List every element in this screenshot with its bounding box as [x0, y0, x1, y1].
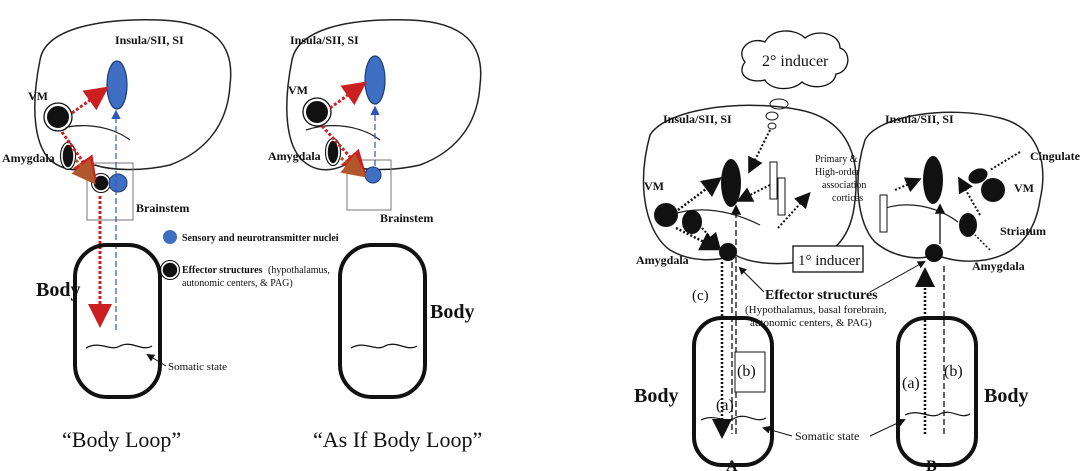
effector-detail-2: autonomic centers, & PAG): [750, 317, 872, 329]
brainstem-effector-node: [93, 175, 109, 191]
vm-a-label: VM: [644, 179, 664, 193]
insula-a-node: [721, 159, 741, 207]
legend-effector-detail-1: (hypothalamus,: [268, 265, 330, 276]
vm-to-insula-arrow: [72, 90, 104, 113]
legend-effector-detail-2: autonomic centers, & PAG): [182, 278, 293, 289]
vm-b-label: VM: [1014, 181, 1034, 195]
insula-label: Insula/SII, SI: [115, 33, 184, 47]
vm-node: [46, 105, 70, 129]
brainstem-label: Brainstem: [380, 211, 433, 225]
as-if-body-loop-title: “As If Body Loop”: [313, 427, 482, 452]
effector-detail-1: (Hypothalamus, basal forebrain,: [745, 304, 887, 316]
body-shape: [340, 245, 425, 397]
insula-node: [365, 56, 385, 104]
vm-label: VM: [288, 83, 308, 97]
cingulate-label: Cingulate: [1030, 149, 1080, 163]
brainstem-box: [87, 163, 133, 220]
insula-b-node: [923, 156, 943, 204]
panel-a-label: A: [726, 458, 738, 471]
association-label-2: High-order: [815, 167, 860, 178]
legend: Sensory and neurotransmitter nuclei Effe…: [161, 230, 339, 289]
insula-label: Insula/SII, SI: [290, 33, 359, 47]
effector-structures-label: Effector structures: [765, 288, 878, 303]
legend-effector-label: Effector structures: [182, 265, 263, 276]
effector-b-node: [925, 244, 943, 262]
amygdala-label: Amygdala: [2, 151, 55, 165]
primary-inducer-label: 1° inducer: [798, 253, 860, 269]
body-a-label: Body: [634, 385, 678, 407]
right-panel: 2° inducer 1° inducer Primary & High-ord…: [634, 31, 1080, 471]
vm-label: VM: [28, 89, 48, 103]
legend-effector-icon: [162, 262, 178, 278]
insula-node: [107, 61, 127, 109]
somatic-state-shape: [86, 344, 152, 348]
brainstem-sensory-node: [365, 167, 381, 183]
amygdala-a-label: Amygdala: [636, 253, 689, 267]
amygdala-node: [327, 140, 339, 164]
legend-sensory-label: Sensory and neurotransmitter nuclei: [182, 233, 339, 244]
body-label: Body: [36, 279, 80, 301]
vm-b-node: [981, 178, 1005, 202]
vm-a-to-insula-arrow: [678, 180, 718, 210]
amygdala-label: Amygdala: [268, 149, 321, 163]
vm-a-node: [654, 203, 678, 227]
label-b-left: (b): [737, 363, 756, 380]
label-a-left: (a): [716, 397, 734, 414]
legend-sensory-icon: [163, 230, 177, 244]
vm-node: [305, 100, 329, 124]
effector-a-node: [719, 243, 737, 261]
body-label: Body: [430, 301, 474, 323]
somatic-state-right-label: Somatic state: [795, 429, 859, 443]
striatum-label: Striatum: [1000, 224, 1046, 238]
insula-a-label: Insula/SII, SI: [663, 112, 732, 126]
striatum-node: [959, 213, 977, 237]
brainstem-sensory-node: [109, 174, 127, 192]
panel-b-label: B: [926, 458, 937, 471]
body-loop-title: “Body Loop”: [62, 427, 181, 452]
vm-to-insula-arrow: [330, 85, 362, 108]
association-label-1: Primary &: [815, 154, 858, 165]
secondary-inducer-label: 2° inducer: [762, 53, 829, 70]
amygdala-b-label: Amygdala: [972, 259, 1025, 273]
brainstem-label: Brainstem: [136, 201, 189, 215]
insula-b-label: Insula/SII, SI: [885, 112, 954, 126]
label-a-right: (a): [902, 375, 920, 392]
somatic-state-shape: [351, 344, 417, 348]
body-shape: [75, 245, 160, 397]
somatic-state-label: Somatic state: [168, 361, 227, 373]
body-b-label: Body: [984, 385, 1028, 407]
amygdala-node: [62, 144, 74, 168]
label-c: (c): [692, 288, 709, 304]
amygdala-a-node: [682, 210, 702, 234]
association-label-3: association: [822, 180, 866, 191]
label-b-right: (b): [944, 363, 963, 380]
